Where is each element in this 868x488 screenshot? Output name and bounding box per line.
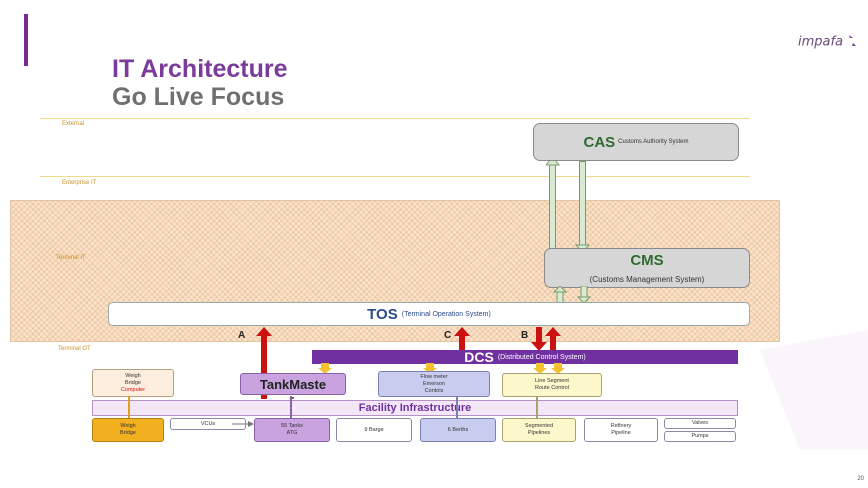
- refinery-line1: Refinery: [610, 423, 632, 429]
- zone-divider: [40, 176, 750, 177]
- link-a-arrow: [256, 327, 272, 399]
- line-segment-line1: Line Segment: [535, 378, 569, 384]
- dcs-name: DCS: [464, 349, 494, 365]
- refinery-line2: Pipeline: [611, 430, 631, 436]
- barge-label: 9 Barge: [364, 426, 384, 433]
- cas-cms-arrowheads: [546, 157, 590, 253]
- barge-box: 9 Barge: [336, 418, 412, 442]
- cms-name: CMS: [630, 252, 664, 269]
- segmented-line2: Pipelines: [527, 430, 551, 436]
- decorative-swoosh: [760, 330, 868, 450]
- weigh-bridge-line2: Bridge: [120, 430, 136, 436]
- valves-box: Valves: [664, 418, 736, 429]
- facility-infrastructure-label: Facility Infrastructure: [358, 402, 472, 414]
- pumps-label: Pumps: [691, 433, 709, 439]
- tankmaster-line1: TankMaste: [259, 376, 327, 392]
- flow-meter-line2: Emerson: [422, 380, 445, 387]
- flow-meter-line3: Contols: [424, 387, 444, 394]
- cms-description: (Customs Management System): [589, 275, 705, 284]
- page-number: 20: [857, 476, 864, 482]
- zone-terminal-it-label: Terminal IT: [56, 255, 86, 261]
- dcs-description: (Distributed Control System): [497, 353, 586, 361]
- logo-mark-icon: [849, 35, 857, 46]
- tanks-atg-line1: 55 Tanks: [281, 423, 303, 429]
- company-logo: impafa: [798, 34, 857, 50]
- cas-description: Customs Authority System: [618, 139, 689, 145]
- weigh-bridge-link: [128, 396, 130, 418]
- tos-cms-arrows: [552, 286, 592, 304]
- segmented-line1: Segmented: [524, 423, 554, 429]
- zone-terminal-ot-label: Terminal OT: [58, 346, 91, 352]
- tos-box: TOS (Terminal Operation System): [108, 302, 750, 326]
- link-c-arrow: [454, 327, 470, 351]
- zone-enterprise-label: Enterprise IT: [62, 180, 97, 186]
- berths-label: 6 Berths: [447, 426, 469, 433]
- page-title: IT Architecture: [112, 55, 288, 83]
- flow-meter-line1: Flow meter: [420, 373, 448, 380]
- weigh-bridge-computer-line1: Weigh: [125, 372, 141, 379]
- line-segment-box: Line Segment Route Control: [502, 373, 602, 397]
- tos-name: TOS: [367, 305, 398, 323]
- tanks-atg-box: 55 Tanks ATG: [254, 418, 330, 442]
- tankmaster-link: [290, 396, 292, 418]
- link-label-c: C: [444, 330, 452, 341]
- valves-label: Valves: [691, 420, 709, 426]
- facility-infrastructure-bar: Facility Infrastructure: [92, 400, 738, 416]
- berths-box: 6 Berths: [420, 418, 496, 442]
- dcs-bar: DCS (Distributed Control System): [312, 349, 738, 365]
- page-subtitle: Go Live Focus: [112, 83, 285, 111]
- link-label-a: A: [238, 330, 246, 341]
- flow-meter-box: Flow meter Emerson Contols: [378, 371, 490, 397]
- dcs-connectors: [318, 363, 565, 374]
- weigh-bridge-computer: Weigh Bridge Computer: [92, 369, 174, 397]
- weigh-bridge-computer-line3: Computer: [120, 386, 146, 393]
- weigh-bridge-box: Weigh Bridge: [92, 418, 164, 442]
- line-segment-line2: Route Control: [535, 385, 569, 391]
- link-b-arrows: [531, 327, 561, 351]
- segmented-pipelines-box: Segmented Pipelines: [502, 418, 576, 442]
- zone-external-label: External: [62, 121, 85, 127]
- link-label-b: B: [521, 330, 529, 341]
- accent-bar: [24, 14, 28, 66]
- tos-description: (Terminal Operation System): [401, 310, 491, 318]
- vcus-arrow: [232, 421, 254, 427]
- cms-box: CMS (Customs Management System): [544, 248, 750, 288]
- flow-meter-link: [456, 396, 458, 418]
- line-segment-link: [536, 396, 538, 418]
- tanks-atg-line2: ATG: [286, 430, 298, 436]
- vcus-box: VCUs: [170, 418, 246, 430]
- refinery-pipeline-box: Refinery Pipeline: [584, 418, 658, 442]
- vcus-label: VCUs: [200, 420, 216, 427]
- cas-name: CAS: [583, 133, 616, 151]
- zone-divider: [40, 118, 750, 119]
- weigh-bridge-line1: Weigh: [120, 423, 136, 429]
- logo-text: impafa: [798, 34, 844, 50]
- pumps-box: Pumps: [664, 431, 736, 442]
- tankmaster-box: TankMaste: [240, 373, 346, 395]
- cas-box: CAS Customs Authority System: [533, 123, 739, 161]
- weigh-bridge-computer-line2: Bridge: [125, 379, 141, 386]
